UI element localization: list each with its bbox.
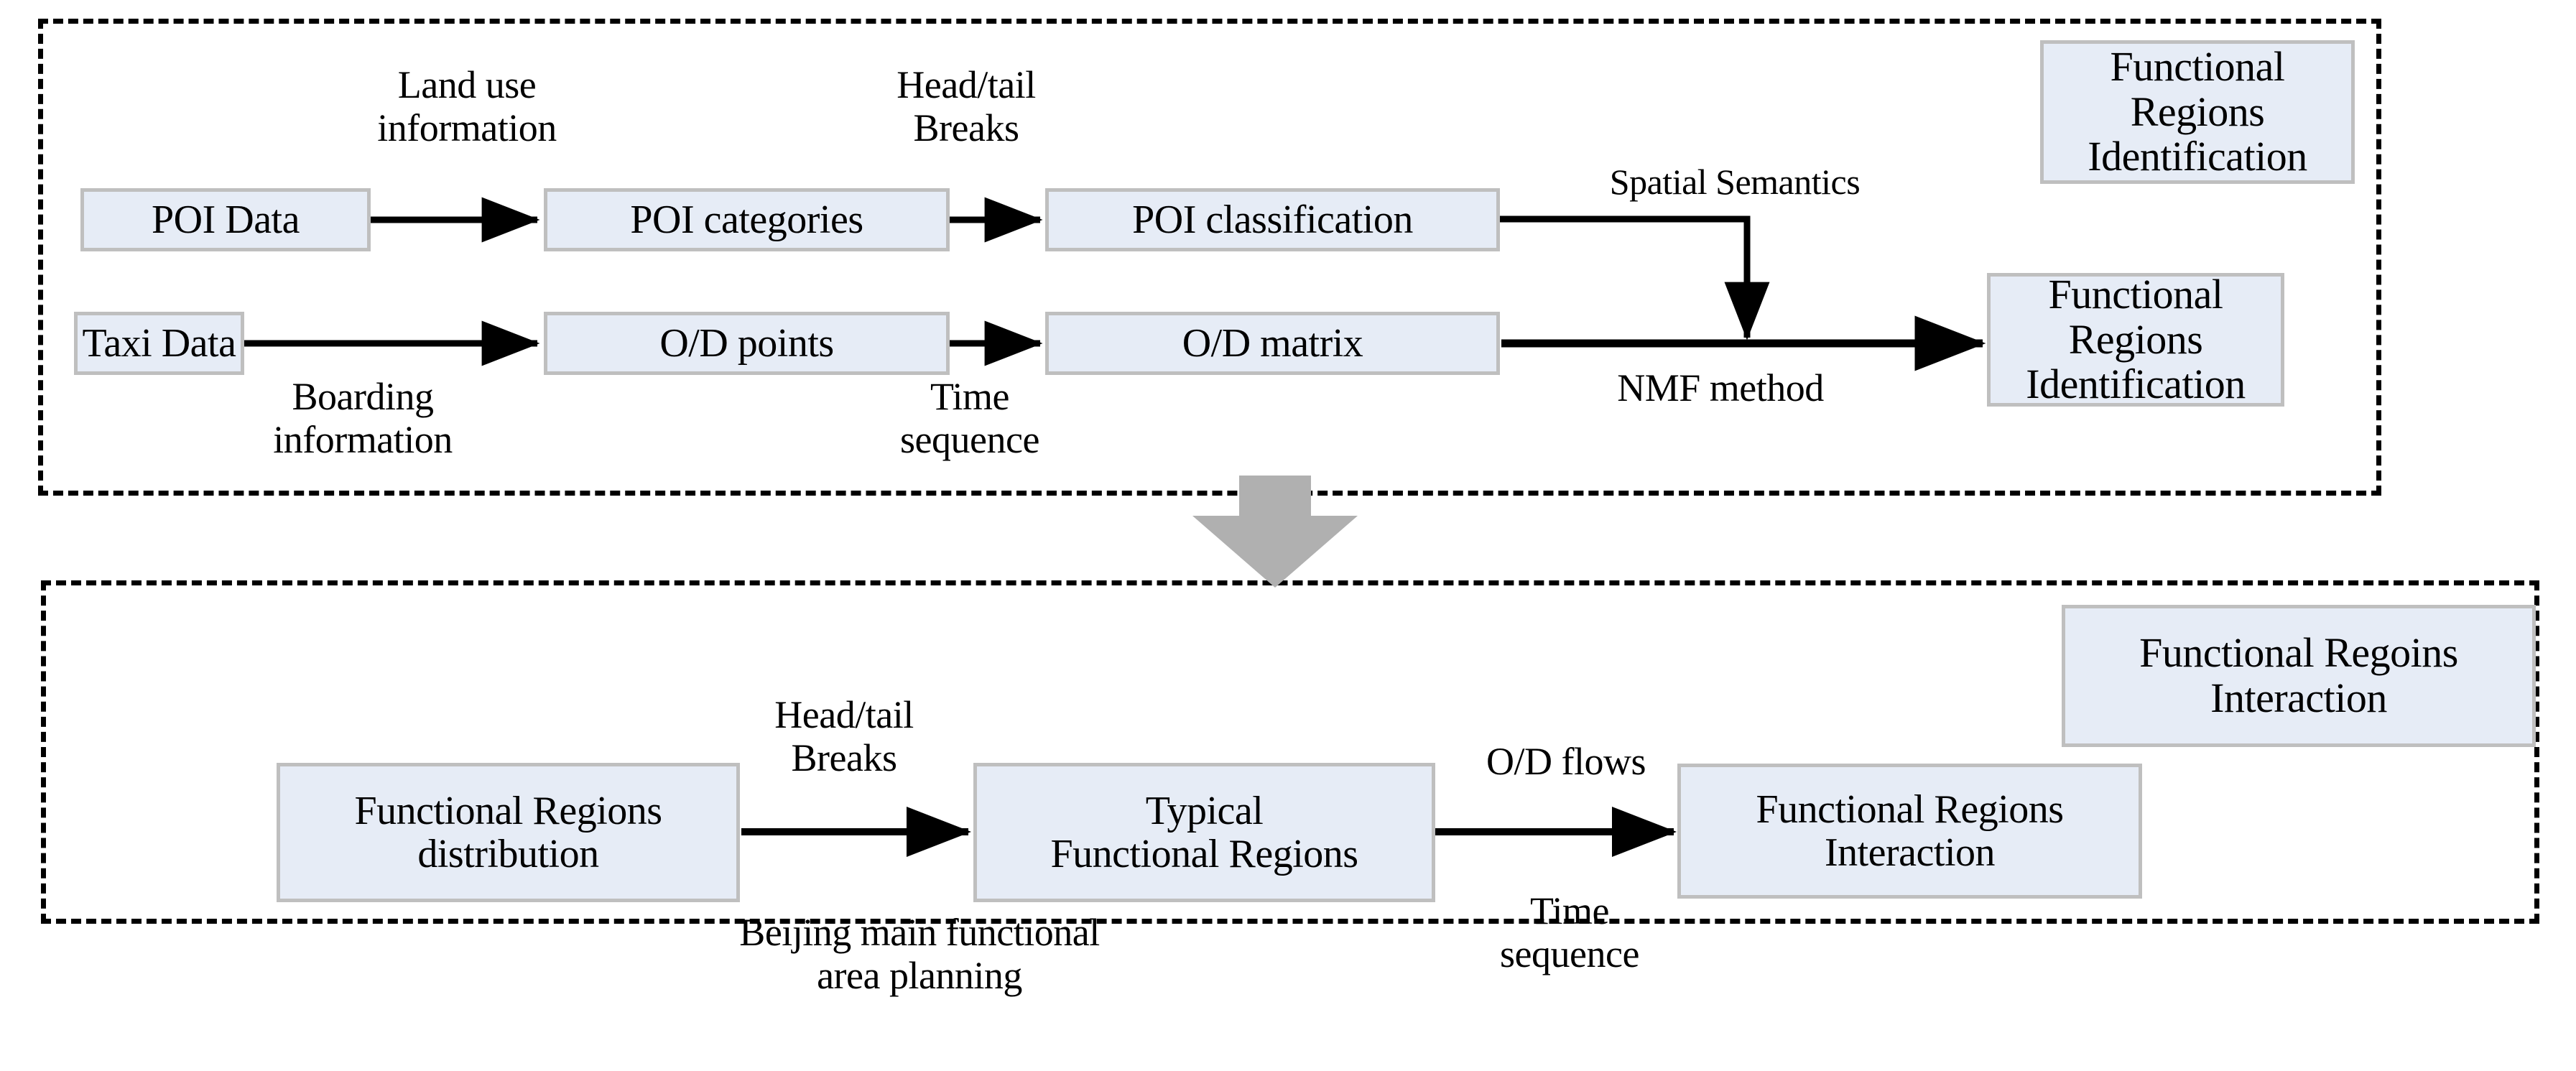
edge-label-time-sequence-top: Time sequence bbox=[900, 375, 1039, 462]
section-title-identification: Functional Regions Identification bbox=[2040, 40, 2355, 184]
node-functional-regions-identification[interactable]: Functional Regions Identification bbox=[1987, 272, 2284, 407]
edge-label-boarding-information: Boarding information bbox=[273, 375, 453, 462]
edge-label-head-tail-breaks-bottom: Head/tail Breaks bbox=[774, 693, 914, 780]
section-title-interaction: Functional Regoins Interaction bbox=[2062, 605, 2536, 747]
node-poi-data[interactable]: POI Data bbox=[80, 188, 371, 251]
edge-label-beijing-main-functional-area-planning: Beijing main functional area planning bbox=[739, 911, 1100, 998]
node-taxi-data[interactable]: Taxi Data bbox=[74, 312, 244, 375]
node-functional-regions-distribution[interactable]: Functional Regions distribution bbox=[277, 763, 740, 902]
node-functional-regions-interaction[interactable]: Functional Regions Interaction bbox=[1677, 764, 2142, 899]
edge-label-head-tail-breaks-top: Head/tail Breaks bbox=[896, 63, 1036, 150]
node-poi-classification[interactable]: POI classification bbox=[1045, 188, 1500, 251]
edge-label-nmf-method: NMF method bbox=[1617, 366, 1824, 409]
node-typical-functional-regions[interactable]: Typical Functional Regions bbox=[973, 763, 1435, 902]
node-poi-categories[interactable]: POI categories bbox=[544, 188, 950, 251]
edge-label-spatial-semantics: Spatial Semantics bbox=[1609, 162, 1861, 202]
edge-label-land-use-information: Land use information bbox=[377, 63, 557, 150]
edge-label-od-flows: O/D flows bbox=[1486, 740, 1646, 783]
node-od-matrix[interactable]: O/D matrix bbox=[1045, 312, 1500, 375]
edge-label-time-sequence-bottom: Time sequence bbox=[1500, 889, 1639, 976]
node-od-points[interactable]: O/D points bbox=[544, 312, 950, 375]
